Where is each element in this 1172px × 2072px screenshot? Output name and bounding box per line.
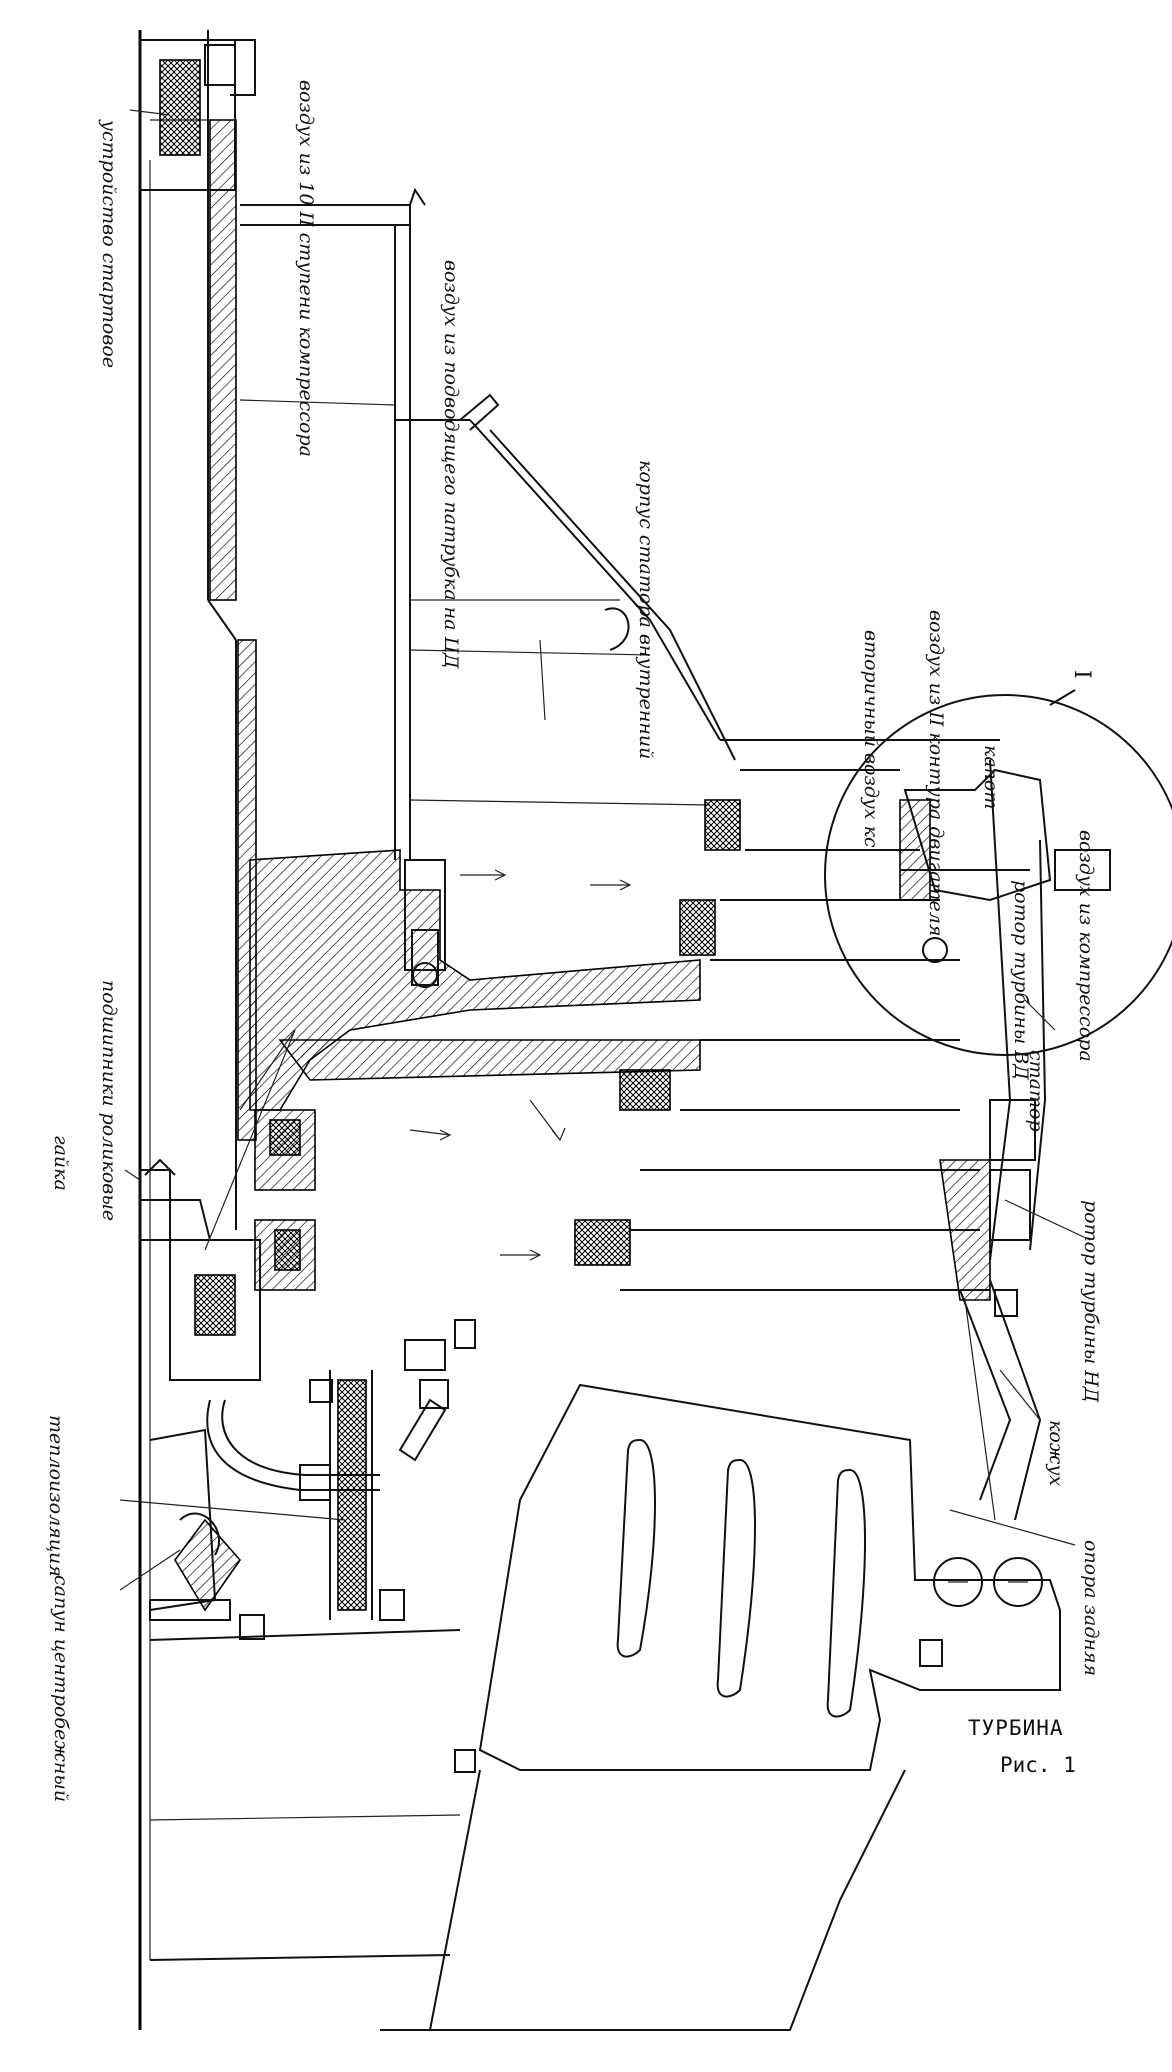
air-duct-upper (239, 187, 500, 860)
bolts (239, 1289, 1018, 1773)
label-rear-support: опора задняя (1080, 1540, 1102, 1676)
label-rotor-hp: ротор турбины ВД (1010, 880, 1032, 1080)
main-shaft (138, 30, 257, 2030)
label-rotor-lp: ротор турбины НД (1080, 1200, 1102, 1403)
figure-number: Рис. 1 (1000, 1753, 1076, 1777)
label-stator: статор (1025, 1050, 1047, 1132)
centrifugal-breather (149, 1428, 242, 1621)
label-air-from-compressor: воздух из компрессора (1075, 830, 1097, 1062)
label-stator-case-inner: корпус статора внутренний (635, 460, 657, 759)
rear-support (478, 1383, 1061, 1771)
exhaust-walls (149, 1629, 906, 2031)
label-air-to-rear-support: воздух из подводящего патрубка на ЦД (440, 260, 462, 669)
label-nut: гайка (50, 1135, 72, 1191)
leader-lines (119, 109, 1091, 1591)
figure-title: ТУРБИНА (968, 1716, 1064, 1740)
label-bearings: подшипники роликовые (98, 980, 120, 1221)
starting-device (139, 39, 256, 191)
bearing-assembly (140, 1109, 316, 1381)
label-starting-device: устройство стартовое (98, 119, 120, 368)
label-air-from-outer-contour: воздух из II контура двигателя (925, 610, 947, 936)
turbine-disk-hub (249, 849, 701, 1111)
label-centrifugal-breather: сапун центробежный (50, 1575, 72, 1802)
labels: устройство стартовое воздух из 10 II сту… (45, 80, 1102, 1802)
label-hood: капот (980, 745, 1002, 809)
oil-pipe (206, 1339, 449, 1501)
heat-shield (329, 1370, 373, 1620)
label-heat-shield: теплоизоляция (45, 1415, 67, 1577)
stator-case (409, 419, 736, 806)
label-detail-marker: I (1069, 670, 1094, 679)
label-secondary-air: вторичный воздух кс (860, 630, 882, 848)
label-air-from-compressor-stage: воздух из 10 II ступени компрессора (295, 80, 317, 457)
detail-circle-I (824, 689, 1172, 1056)
hp-rotor-blades (574, 739, 1000, 1291)
stator-right-wall (939, 759, 1047, 1301)
nut-flange (139, 1158, 176, 1241)
flow-arrows (409, 869, 632, 1261)
label-casing: кожух (1045, 1420, 1067, 1486)
